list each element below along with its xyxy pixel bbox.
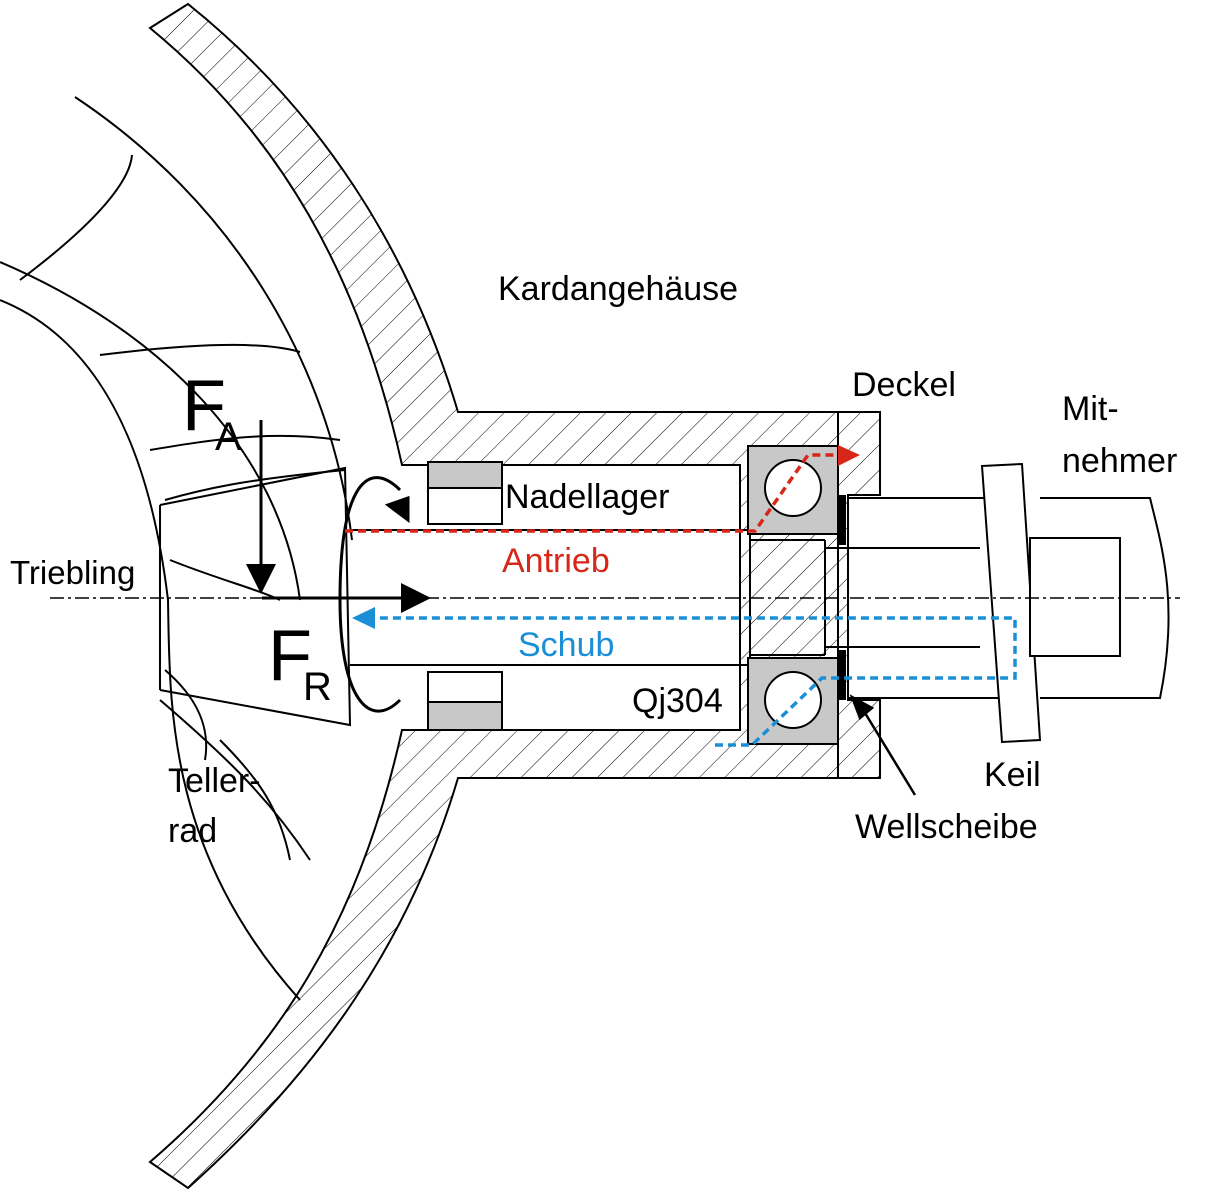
label-mitnehmer-line1: Mit- bbox=[1062, 390, 1119, 428]
schub-path bbox=[370, 616, 1017, 747]
antrieb-arrowhead bbox=[838, 445, 860, 466]
label-fa-sub: A bbox=[215, 415, 242, 459]
label-keil: Keil bbox=[984, 756, 1041, 794]
label-triebling: Triebling bbox=[10, 554, 135, 591]
label-tellerrad-line2: rad bbox=[168, 812, 217, 850]
ball-bearing-qj304 bbox=[747, 445, 839, 745]
label-fr-main: F bbox=[268, 616, 312, 696]
label-tellerrad-line1: Teller- bbox=[168, 762, 261, 800]
label-nadellager: Nadellager bbox=[505, 478, 669, 516]
ring-gear-tellerrad bbox=[0, 96, 353, 1001]
pinion-shaft bbox=[350, 497, 1000, 699]
antrieb-path bbox=[345, 453, 840, 533]
label-fr-sub: R bbox=[303, 665, 332, 709]
label-qj304: Qj304 bbox=[632, 682, 723, 720]
cover-deckel bbox=[837, 411, 881, 779]
schub-arrowhead bbox=[352, 607, 375, 629]
needle-bearing bbox=[427, 461, 503, 731]
label-wellscheibe: Wellscheibe bbox=[855, 808, 1038, 846]
housing-shell bbox=[148, 2, 839, 1190]
label-antrieb: Antrieb bbox=[502, 542, 610, 580]
label-schub: Schub bbox=[518, 626, 614, 664]
label-mitnehmer-line2: nehmer bbox=[1062, 442, 1177, 480]
label-deckel: Deckel bbox=[852, 366, 956, 404]
label-fa-main: F bbox=[182, 366, 226, 446]
label-kardangehaeuse: Kardangehäuse bbox=[498, 270, 738, 308]
wave-washer bbox=[838, 495, 846, 700]
force-arrows bbox=[246, 420, 431, 613]
rotation-arrow bbox=[338, 476, 410, 713]
wellscheibe-pointer bbox=[849, 694, 917, 796]
mitnehmer-flange bbox=[980, 462, 1170, 744]
